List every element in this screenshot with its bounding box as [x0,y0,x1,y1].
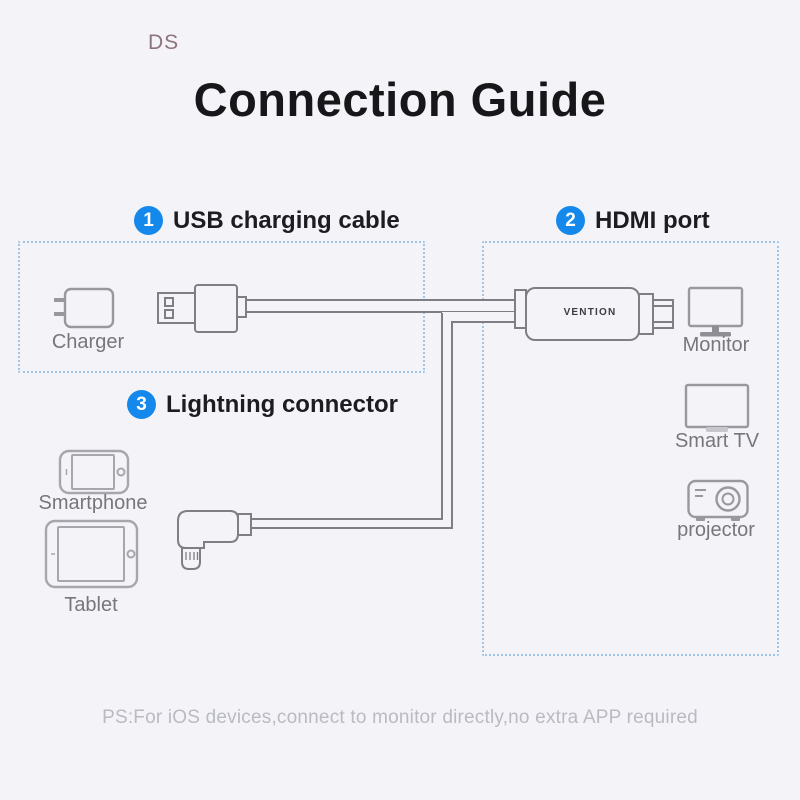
smartphone-icon [58,449,130,495]
smartphone-label: Smartphone [38,492,148,514]
smart-tv-label: Smart TV [674,430,760,452]
smart-tv-icon [684,383,750,432]
monitor-label: Monitor [682,334,750,356]
section-header-usb: 1 USB charging cable [134,206,400,235]
monitor-icon [687,286,744,337]
lightning-connector [177,510,252,570]
logo-text: DS [148,31,180,54]
section-header-hdmi: 2 HDMI port [556,206,710,235]
projector-icon [687,479,749,521]
step-3-badge: 3 [127,390,156,419]
step-2-badge: 2 [556,206,585,235]
footer-note: PS:For iOS devices,connect to monitor di… [102,707,698,728]
tablet-icon [44,519,139,589]
page-title: Connection Guide [193,73,607,126]
charger-icon [54,287,115,329]
step-1-badge: 1 [134,206,163,235]
cable-brand-label: VENTION [563,307,617,318]
projector-label: projector [677,519,755,541]
section-label-lightning: Lightning connector [166,390,398,418]
tablet-label: Tablet [64,594,118,616]
section-label-usb: USB charging cable [173,206,400,234]
section-header-lightning: 3 Lightning connector [127,390,398,419]
charger-label: Charger [51,331,125,353]
section-label-hdmi: HDMI port [595,206,710,234]
